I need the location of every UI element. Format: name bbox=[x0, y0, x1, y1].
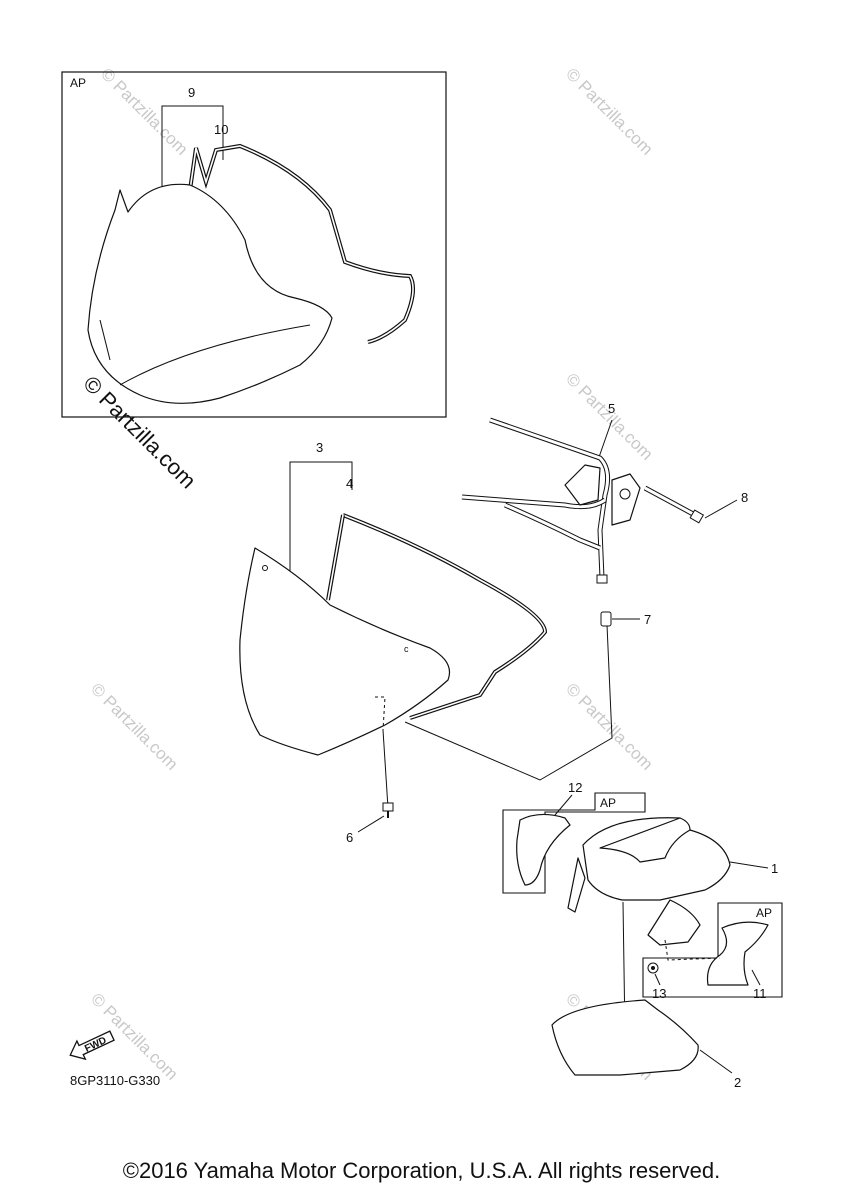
cowling-panel-part: c bbox=[239, 547, 451, 756]
leader-dashed bbox=[375, 696, 386, 731]
cover-part-12 bbox=[516, 813, 571, 886]
leader-line bbox=[404, 624, 613, 781]
callout-3: 3 bbox=[316, 440, 323, 455]
callout-5: 5 bbox=[608, 401, 615, 416]
callout-13: 13 bbox=[652, 986, 666, 1001]
callout-2: 2 bbox=[734, 1075, 741, 1090]
fwd-arrow-icon: FWD bbox=[69, 1030, 115, 1061]
callout-11: 11 bbox=[753, 986, 767, 1001]
copyright-notice: ©2016 Yamaha Motor Corporation, U.S.A. A… bbox=[122, 1158, 721, 1183]
leader-line bbox=[597, 419, 613, 461]
cowling-seal-part bbox=[326, 513, 548, 720]
washer-part-13 bbox=[647, 962, 659, 974]
screw-part bbox=[382, 802, 394, 818]
callout-6: 6 bbox=[346, 830, 353, 845]
watermark: © Partzilla.com bbox=[87, 679, 181, 773]
collar-part bbox=[600, 611, 612, 627]
cover-part-11 bbox=[706, 921, 769, 986]
callout-12: 12 bbox=[568, 780, 582, 795]
reference-code: 8GP3110-G330 bbox=[70, 1073, 160, 1088]
ap-label: AP bbox=[756, 906, 772, 920]
headlight-cover-part bbox=[567, 817, 731, 946]
callout-1: 1 bbox=[771, 861, 778, 876]
bolt-part bbox=[643, 485, 705, 524]
callout-10: 10 bbox=[214, 122, 228, 137]
leader-dashed bbox=[664, 939, 721, 961]
leader-line bbox=[751, 969, 761, 986]
watermark: © Partzilla.com bbox=[97, 64, 191, 158]
fwd-label: FWD bbox=[83, 1035, 108, 1055]
ap-label: AP bbox=[600, 796, 616, 810]
leader-line bbox=[357, 815, 385, 833]
watermark: © Partzilla.com bbox=[562, 679, 656, 773]
leader-line bbox=[704, 499, 738, 519]
windshield-seal-part bbox=[188, 143, 416, 344]
ap-box-12 bbox=[502, 792, 646, 894]
ap-box-windshield bbox=[61, 71, 447, 418]
callout-9-bracket bbox=[161, 105, 224, 195]
leader-line bbox=[729, 861, 769, 869]
callout-7: 7 bbox=[644, 612, 651, 627]
callout-8: 8 bbox=[741, 490, 748, 505]
watermark: © Partzilla.com bbox=[562, 64, 656, 158]
svg-text:c: c bbox=[404, 644, 409, 654]
windshield-part bbox=[87, 183, 333, 404]
cowling-stay-part bbox=[461, 417, 641, 584]
lower-panel-part bbox=[551, 999, 699, 1076]
ap-label: AP bbox=[70, 76, 86, 90]
callout-3-bracket bbox=[289, 461, 353, 580]
leader-line bbox=[654, 973, 661, 986]
leader-line bbox=[554, 794, 573, 816]
callout-4: 4 bbox=[346, 476, 353, 491]
leader-line bbox=[699, 1049, 733, 1074]
leader-line bbox=[382, 729, 389, 809]
callout-9: 9 bbox=[188, 85, 195, 100]
